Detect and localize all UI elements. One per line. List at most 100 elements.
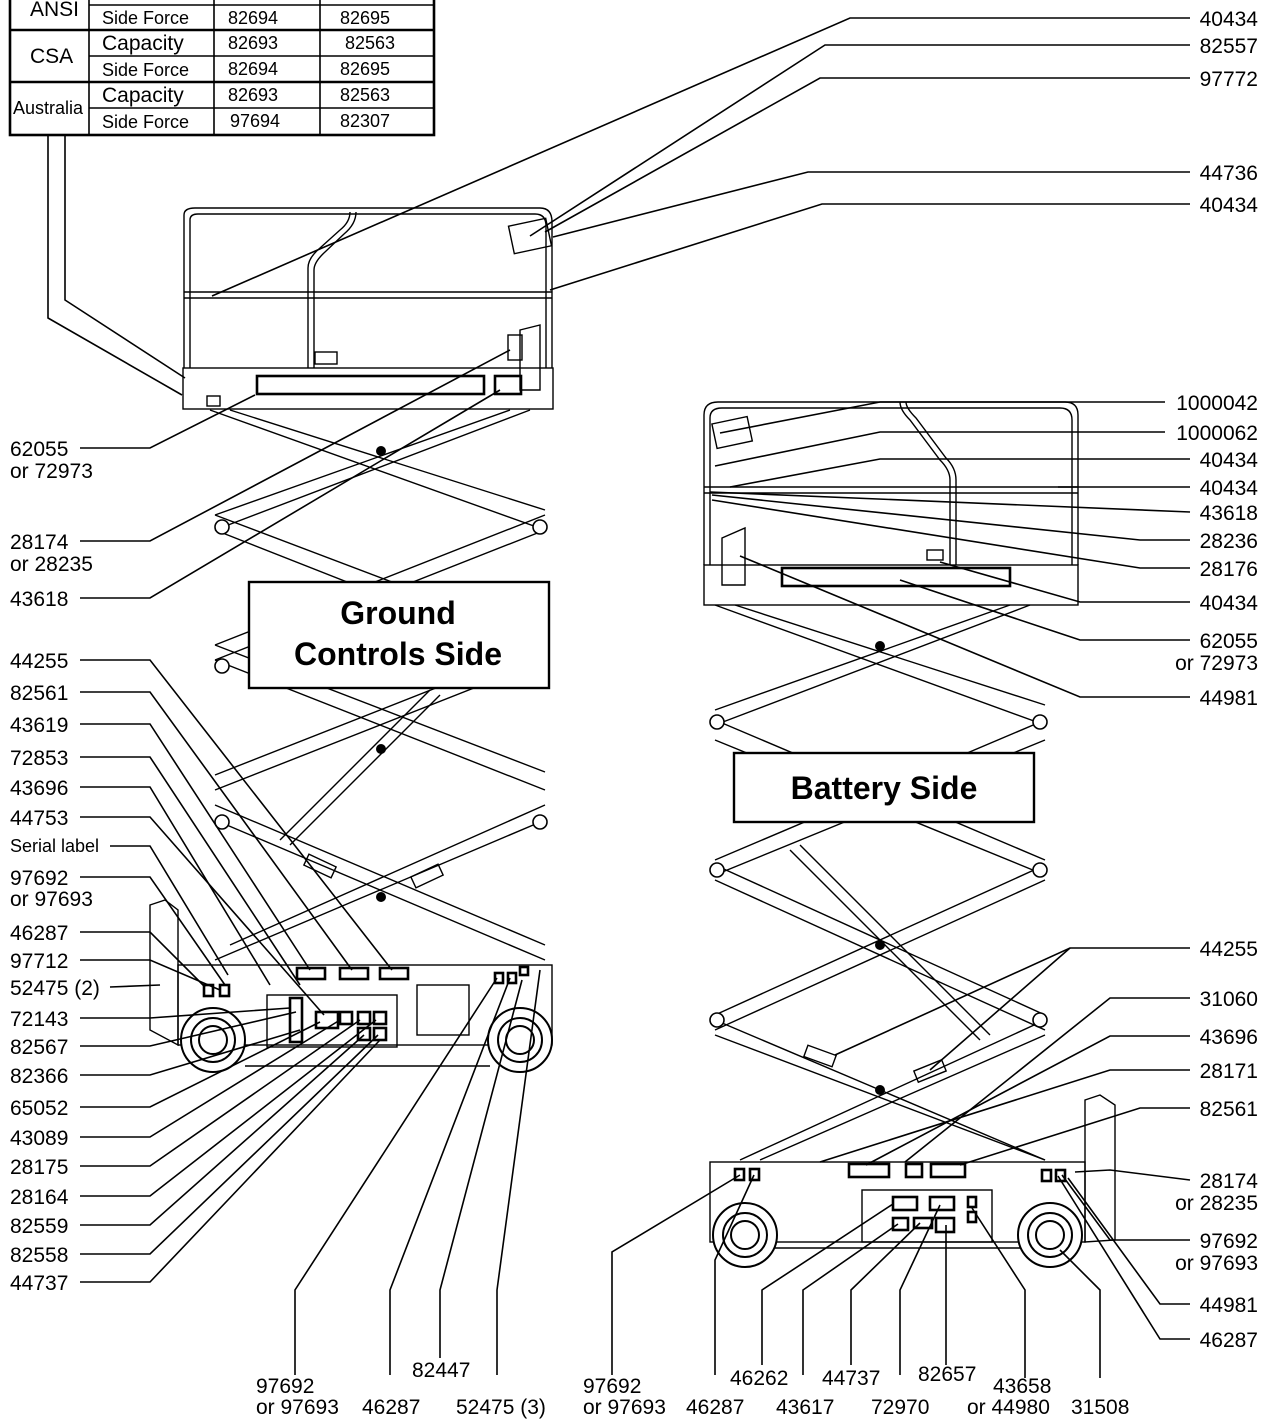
callout-label: 65052 — [10, 1097, 68, 1120]
callout-label: 82557 — [1200, 35, 1258, 58]
callout-label: 1000042 — [1176, 392, 1258, 415]
callout-label: 28176 — [1200, 558, 1258, 581]
callout-label: 28164 — [10, 1186, 69, 1209]
callouts-battery-base: 44255 31060 43696 28171 82561 28174 or 2… — [1175, 938, 1258, 1352]
callout-label: 40434 — [1200, 194, 1259, 217]
callout-label: 44255 — [1200, 938, 1258, 961]
callout-label: or 44980 — [967, 1396, 1050, 1419]
callout-label: 28175 — [10, 1156, 68, 1179]
table-cell: 82693 — [228, 33, 278, 53]
table-type: Capacity — [102, 32, 184, 55]
callouts-battery-platform: 1000042 1000062 40434 40434 43618 28236 … — [1175, 392, 1258, 710]
battery-side-title: Battery Side — [732, 751, 1036, 824]
callout-label: 72970 — [871, 1396, 929, 1419]
callout-label: 43618 — [10, 588, 68, 611]
callout-label: 44736 — [1200, 162, 1258, 185]
callout-label: 43658 — [993, 1375, 1051, 1398]
callout-label: 62055 — [1200, 630, 1258, 653]
callout-label: 44753 — [10, 807, 68, 830]
table-cell: 82563 — [340, 85, 390, 105]
callout-label: 43617 — [776, 1396, 834, 1419]
callout-label: 40434 — [1200, 8, 1259, 31]
table-cell: 82694 — [228, 59, 278, 79]
callout-label: 72143 — [10, 1008, 68, 1031]
callout-label: or 97693 — [583, 1396, 666, 1419]
callout-label: 43696 — [1200, 1026, 1258, 1049]
table-cell: 82694 — [228, 8, 278, 28]
callout-label: 97712 — [10, 950, 68, 973]
callout-label: 46262 — [730, 1367, 788, 1390]
callout-label: 52475 (2) — [10, 977, 100, 1000]
table-type: Side Force — [102, 60, 189, 80]
callouts-bottom-battery: 97692 or 97693 46287 46262 43617 44737 7… — [583, 1363, 1129, 1419]
callout-label: or 28235 — [10, 553, 93, 576]
callout-label: 43619 — [10, 714, 68, 737]
table-cell: 97694 — [230, 111, 280, 131]
ground-title-line2: Controls Side — [294, 636, 502, 672]
callout-label: or 97693 — [10, 888, 93, 911]
callout-label: 28174 — [10, 531, 69, 554]
table-type: Capacity — [102, 84, 184, 107]
callout-label: 46287 — [10, 922, 68, 945]
callout-label: 97692 — [583, 1375, 641, 1398]
decal-table: ANSI Side Force 82694 82695 CSA Capacity… — [8, 0, 436, 137]
callout-label: 43089 — [10, 1127, 68, 1150]
callout-label: 97692 — [1200, 1230, 1258, 1253]
callouts-ground-left-upper: 62055 or 72973 28174 or 28235 43618 — [10, 438, 93, 611]
leader-lines — [80, 17, 1191, 1378]
callout-label: 46287 — [1200, 1329, 1258, 1352]
callout-label: 52475 (3) — [456, 1396, 546, 1419]
callout-label: 72853 — [10, 747, 68, 770]
callout-label: 62055 — [10, 438, 68, 461]
callout-label: or 72973 — [10, 460, 93, 483]
callout-label: 82366 — [10, 1065, 68, 1088]
table-region-csa: CSA — [30, 45, 73, 68]
callout-label: 28171 — [1200, 1060, 1258, 1083]
callout-label: 82657 — [918, 1363, 976, 1386]
callout-label: or 72973 — [1175, 652, 1258, 675]
callout-label: 82561 — [10, 682, 68, 705]
callout-label: 28174 — [1200, 1170, 1259, 1193]
table-type: Side Force — [102, 8, 189, 28]
callout-label: 28236 — [1200, 530, 1258, 553]
callouts-ground-left-lower: 44255 82561 43619 72853 43696 44753 Seri… — [10, 650, 100, 1295]
callout-label: 97772 — [1200, 68, 1258, 91]
callout-label: 46287 — [686, 1396, 744, 1419]
callout-label: Serial label — [10, 836, 99, 856]
callout-label: 43618 — [1200, 502, 1258, 525]
callout-label: 82559 — [10, 1215, 68, 1238]
table-cell: 82307 — [340, 111, 390, 131]
callout-label: or 97693 — [256, 1396, 339, 1419]
table-cell: 82693 — [228, 85, 278, 105]
callout-label: 40434 — [1200, 449, 1259, 472]
callout-label: 31508 — [1071, 1396, 1129, 1419]
callout-label: 82558 — [10, 1244, 68, 1267]
callout-label: 40434 — [1200, 592, 1259, 615]
callout-label: 44255 — [10, 650, 68, 673]
callout-label: or 97693 — [1175, 1252, 1258, 1275]
callout-label: 97692 — [256, 1375, 314, 1398]
callout-label: 44981 — [1200, 687, 1258, 710]
ground-title-line1: Ground — [340, 595, 456, 631]
callouts-right-top: 40434 82557 97772 44736 40434 — [1200, 8, 1259, 217]
callout-label: 31060 — [1200, 988, 1258, 1011]
battery-title: Battery Side — [791, 770, 978, 806]
table-cell: 82563 — [345, 33, 395, 53]
callout-label: 44737 — [10, 1272, 68, 1295]
callout-label: 82447 — [412, 1359, 470, 1382]
callout-label: 44737 — [822, 1367, 880, 1390]
table-region-australia: Australia — [13, 98, 84, 118]
callout-label: 40434 — [1200, 477, 1259, 500]
callout-label: 1000062 — [1176, 422, 1258, 445]
callout-label: 82561 — [1200, 1098, 1258, 1121]
callout-label: 46287 — [362, 1396, 420, 1419]
table-region-ansi: ANSI — [30, 0, 79, 21]
callout-label: 43696 — [10, 777, 68, 800]
callout-label: or 28235 — [1175, 1192, 1258, 1215]
table-cell: 82695 — [340, 59, 390, 79]
table-type: Side Force — [102, 112, 189, 132]
callout-label: 44981 — [1200, 1294, 1258, 1317]
ground-controls-machine — [149, 207, 554, 1073]
table-cell: 82695 — [340, 8, 390, 28]
